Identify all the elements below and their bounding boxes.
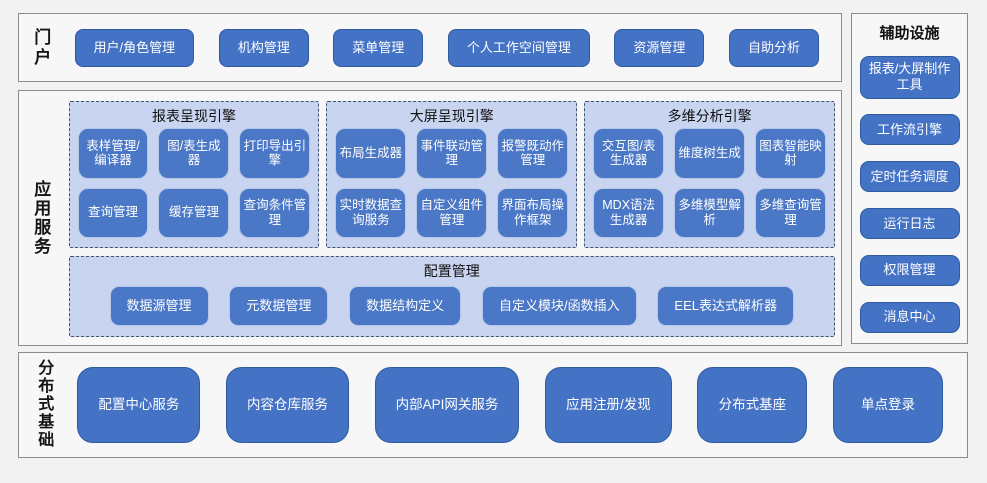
olap-engine-panel: 多维分析引擎 交互图/表生成器 维度树生成 图表智能映射 MDX语法生成器 多维… xyxy=(584,101,835,248)
config-node-datasource[interactable]: 数据源管理 xyxy=(109,285,209,326)
base-node-config-center[interactable]: 配置中心服务 xyxy=(77,367,201,443)
config-management-title: 配置管理 xyxy=(423,263,480,279)
aux-node-runlog[interactable]: 运行日志 xyxy=(859,208,960,240)
report-engine-title: 报表呈现引擎 xyxy=(151,108,236,124)
engine-node[interactable]: 自定义组件管理 xyxy=(416,187,488,238)
base-node-sso[interactable]: 单点登录 xyxy=(832,367,943,443)
base-node-content-repo[interactable]: 内容仓库服务 xyxy=(226,367,349,443)
engine-node[interactable]: 查询管理 xyxy=(77,187,149,238)
engine-node[interactable]: 维度树生成 xyxy=(674,128,746,179)
config-node-eel-parser[interactable]: EEL表达式解析器 xyxy=(657,285,794,326)
engine-node[interactable]: 实时数据查询服务 xyxy=(335,187,407,238)
config-management-panel: 配置管理 数据源管理 元数据管理 数据结构定义 自定义模块/函数插入 EEL表达… xyxy=(68,256,835,337)
app-services-label: 应用服务 xyxy=(34,179,52,257)
app-services-section: 应用服务 报表呈现引擎 表样管理/编译器 图/表生成器 打印导出引擎 查询管理 … xyxy=(18,90,842,346)
engine-node[interactable]: 图/表生成器 xyxy=(158,128,230,179)
portal-section-label: 门户 xyxy=(34,28,52,67)
engine-node[interactable]: 事件联动管理 xyxy=(416,128,488,179)
portal-node-resource[interactable]: 资源管理 xyxy=(614,28,705,67)
config-node-metadata[interactable]: 元数据管理 xyxy=(229,285,329,326)
distributed-base-section: 分布式基础 配置中心服务 内容仓库服务 内部API网关服务 应用注册/发现 分布… xyxy=(18,352,968,458)
engine-node[interactable]: 多维查询管理 xyxy=(755,187,826,238)
distributed-base-label: 分布式基础 xyxy=(38,360,55,449)
engine-node[interactable]: 缓存管理 xyxy=(158,187,230,238)
distributed-base-row: 配置中心服务 内容仓库服务 内部API网关服务 应用注册/发现 分布式基座 单点… xyxy=(77,367,943,443)
aux-node-scheduler[interactable]: 定时任务调度 xyxy=(859,161,960,193)
config-node-structure[interactable]: 数据结构定义 xyxy=(349,285,462,326)
engine-node[interactable]: 布局生成器 xyxy=(335,128,407,179)
engine-node[interactable]: 报警既动作管理 xyxy=(497,128,569,179)
portal-node-workspace[interactable]: 个人工作空间管理 xyxy=(447,28,590,67)
aux-node-workflow[interactable]: 工作流引擎 xyxy=(859,114,960,146)
engine-node[interactable]: 查询条件管理 xyxy=(239,187,311,238)
portal-section: 门户 用户/角色管理 机构管理 菜单管理 个人工作空间管理 资源管理 自助分析 xyxy=(18,13,842,82)
report-engine-panel: 报表呈现引擎 表样管理/编译器 图/表生成器 打印导出引擎 查询管理 缓存管理 … xyxy=(68,101,320,248)
base-node-distributed-platform[interactable]: 分布式基座 xyxy=(697,367,808,443)
aux-node-authoring-tool[interactable]: 报表/大屏制作工具 xyxy=(859,56,960,99)
aux-node-permission[interactable]: 权限管理 xyxy=(859,255,960,287)
auxiliary-column: 报表/大屏制作工具 工作流引擎 定时任务调度 运行日志 权限管理 消息中心 xyxy=(859,56,960,337)
base-node-api-gateway[interactable]: 内部API网关服务 xyxy=(374,367,520,443)
bigscreen-engine-panel: 大屏呈现引擎 布局生成器 事件联动管理 报警既动作管理 实时数据查询服务 自定义… xyxy=(326,101,578,248)
bigscreen-engine-title: 大屏呈现引擎 xyxy=(409,108,494,124)
app-services-content: 报表呈现引擎 表样管理/编译器 图/表生成器 打印导出引擎 查询管理 缓存管理 … xyxy=(53,91,841,345)
config-node-custom-module[interactable]: 自定义模块/函数插入 xyxy=(481,285,637,326)
engine-node[interactable]: 打印导出引擎 xyxy=(239,128,311,179)
olap-engine-title: 多维分析引擎 xyxy=(667,108,752,124)
portal-row: 用户/角色管理 机构管理 菜单管理 个人工作空间管理 资源管理 自助分析 xyxy=(74,28,819,67)
engines-row: 报表呈现引擎 表样管理/编译器 图/表生成器 打印导出引擎 查询管理 缓存管理 … xyxy=(68,101,835,248)
auxiliary-title: 辅助设施 xyxy=(879,25,940,42)
portal-node-org[interactable]: 机构管理 xyxy=(218,28,309,67)
base-node-app-registry[interactable]: 应用注册/发现 xyxy=(544,367,672,443)
engine-node[interactable]: 交互图/表生成器 xyxy=(593,128,665,179)
engine-node[interactable]: 界面布局操作框架 xyxy=(497,187,569,238)
portal-node-menu[interactable]: 菜单管理 xyxy=(333,28,424,67)
engine-node[interactable]: 表样管理/编译器 xyxy=(77,128,149,179)
aux-node-message-center[interactable]: 消息中心 xyxy=(859,301,960,333)
engine-node[interactable]: 多维模型解析 xyxy=(674,187,746,238)
engine-node[interactable]: 图表智能映射 xyxy=(755,128,826,179)
portal-node-selfservice[interactable]: 自助分析 xyxy=(728,28,819,67)
portal-node-user-role[interactable]: 用户/角色管理 xyxy=(74,28,195,67)
engine-node[interactable]: MDX语法生成器 xyxy=(593,187,665,238)
auxiliary-section: 辅助设施 报表/大屏制作工具 工作流引擎 定时任务调度 运行日志 权限管理 消息… xyxy=(851,13,968,344)
